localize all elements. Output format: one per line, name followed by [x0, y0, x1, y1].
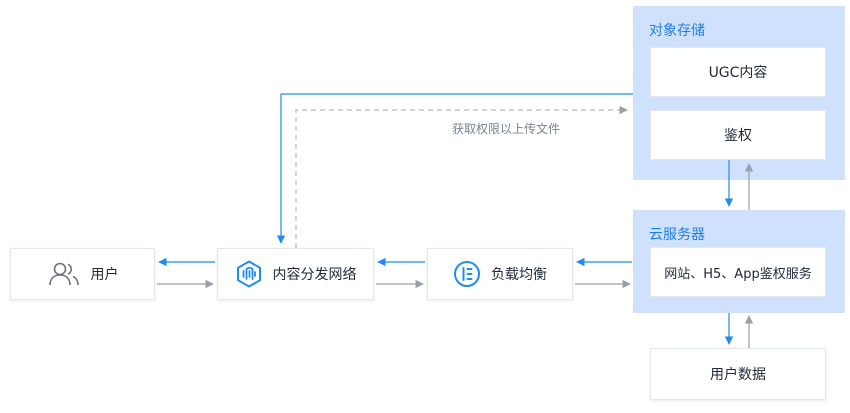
- cdn-label: 内容分发网络: [272, 267, 357, 283]
- cloud-server-panel: 云服务器 网站、H5、App鉴权服务: [633, 210, 845, 313]
- user-label: 用户: [90, 267, 119, 283]
- cloud-server-title: 云服务器: [649, 227, 705, 243]
- user-box: 用户: [10, 248, 155, 300]
- cdn-to-storage-dashed-arrow: [295, 105, 628, 248]
- users-icon: [47, 260, 81, 288]
- user-data-box: 用户数据: [650, 348, 826, 400]
- object-storage-panel: 对象存储 UGC内容 鉴权: [633, 6, 845, 180]
- cdn-hexagon-icon: [235, 260, 263, 288]
- auth-box: 鉴权: [650, 110, 826, 160]
- storage-to-cdn-arrow: [276, 93, 633, 244]
- load-balancer-label: 负载均衡: [491, 267, 547, 283]
- user-data-label: 用户数据: [710, 367, 766, 383]
- ugc-content-box: UGC内容: [650, 47, 826, 97]
- load-balancer-icon: [453, 260, 481, 288]
- cdn-box: 内容分发网络: [217, 248, 374, 300]
- load-balancer-box: 负载均衡: [427, 248, 573, 300]
- object-storage-title: 对象存储: [649, 23, 705, 39]
- upload-permission-note: 获取权限以上传文件: [452, 122, 561, 136]
- services-box: 网站、H5、App鉴权服务: [650, 247, 826, 297]
